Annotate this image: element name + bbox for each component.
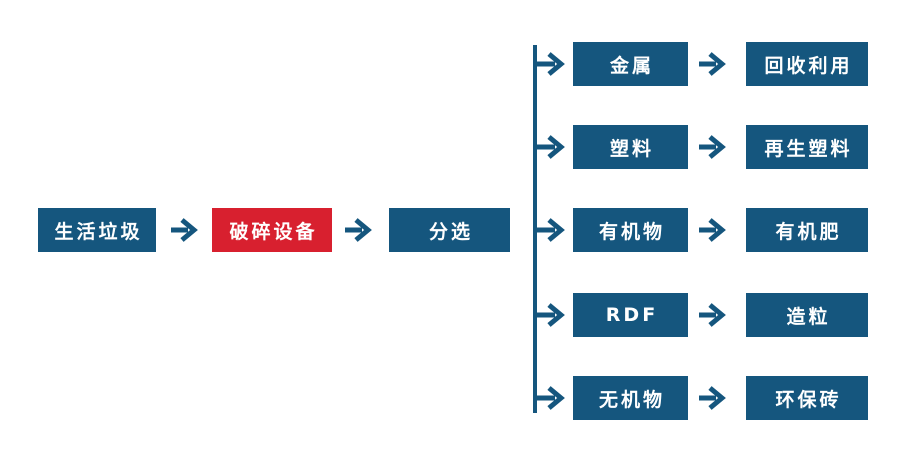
arrow-right-icon xyxy=(699,218,726,242)
arrow-right-icon xyxy=(536,135,565,159)
arrow-right-icon xyxy=(536,218,565,242)
arrow-right-icon xyxy=(536,303,565,327)
arrow-right-icon xyxy=(699,303,726,327)
arrow-right-icon xyxy=(345,218,372,242)
result-box-granulation: 造粒 xyxy=(746,293,868,337)
result-box-organic-fertilizer: 有机肥 xyxy=(746,208,868,252)
flow-box-sorting: 分选 xyxy=(389,208,510,252)
arrow-right-icon xyxy=(536,52,565,76)
branch-box-organic: 有机物 xyxy=(573,208,688,252)
branch-trunk-line xyxy=(533,45,537,413)
branch-box-inorganic: 无机物 xyxy=(573,376,688,420)
result-box-eco-brick: 环保砖 xyxy=(746,376,868,420)
arrow-right-icon xyxy=(699,386,726,410)
branch-box-plastic: 塑料 xyxy=(573,125,688,169)
arrow-right-icon xyxy=(699,52,726,76)
flow-box-crushing-equipment: 破碎设备 xyxy=(212,208,332,252)
branch-box-metal: 金属 xyxy=(573,42,688,86)
flow-box-household-waste: 生活垃圾 xyxy=(38,208,156,252)
arrow-right-icon xyxy=(699,135,726,159)
result-box-recycling: 回收利用 xyxy=(746,42,868,86)
result-box-recycled-plastic: 再生塑料 xyxy=(746,125,868,169)
branch-box-rdf: RDF xyxy=(573,293,688,337)
arrow-right-icon xyxy=(536,386,565,410)
arrow-right-icon xyxy=(171,218,198,242)
